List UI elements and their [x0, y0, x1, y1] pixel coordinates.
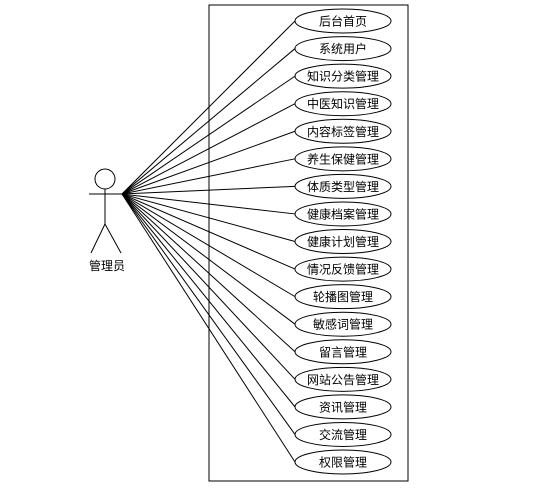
- association-line: [121, 130, 296, 195]
- use-case-ellipse: [294, 311, 392, 337]
- association-line: [121, 185, 296, 195]
- association-line: [121, 193, 296, 215]
- association-line: [121, 75, 296, 195]
- association-line: [121, 193, 296, 353]
- use-case: 养生保健管理: [294, 146, 392, 172]
- use-case-ellipse: [294, 201, 392, 227]
- association-line: [121, 20, 296, 195]
- use-case-ellipse: [294, 8, 392, 34]
- use-case-ellipse: [294, 173, 392, 199]
- use-case-label: 轮播图管理: [313, 289, 373, 304]
- actor-head: [94, 168, 116, 190]
- use-case-label: 体质类型管理: [307, 179, 379, 194]
- use-case-ellipse: [294, 339, 392, 365]
- use-case: 后台首页: [294, 8, 392, 34]
- use-case-ellipse: [294, 366, 392, 392]
- use-case-label: 内容标签管理: [307, 124, 379, 139]
- association-line: [121, 193, 296, 435]
- use-case-ellipse: [294, 229, 392, 254]
- use-case-label: 情况反馈管理: [307, 262, 379, 277]
- association-line: [121, 103, 296, 195]
- use-case-ellipse: [294, 256, 392, 282]
- use-case: 内容标签管理: [294, 118, 392, 144]
- use-case-label: 敏感词管理: [313, 317, 373, 332]
- association-line: [121, 193, 296, 380]
- use-case: 知识分类管理: [294, 63, 392, 89]
- use-case-label: 知识分类管理: [307, 69, 379, 84]
- use-case: 网站公告管理: [294, 366, 392, 392]
- actor: [89, 168, 122, 254]
- use-case: 交流管理: [294, 421, 392, 447]
- use-case: 敏感词管理: [294, 311, 392, 337]
- associations: [121, 20, 296, 463]
- association-line: [121, 193, 296, 325]
- association-line: [121, 193, 296, 463]
- use-case: 权限管理: [294, 449, 392, 475]
- use-case-ellipse: [294, 118, 392, 144]
- use-case-label: 健康档案管理: [307, 206, 379, 221]
- use-case-label: 权限管理: [319, 455, 367, 470]
- actor-left-leg: [90, 223, 106, 254]
- use-case-ellipse: [294, 284, 392, 310]
- association-line: [121, 193, 296, 242]
- use-case-ellipse: [294, 449, 392, 475]
- association-line: [121, 48, 296, 195]
- association-line: [121, 193, 296, 270]
- use-case-label: 养生保健管理: [307, 151, 379, 166]
- use-case-label: 后台首页: [319, 14, 367, 29]
- use-case: 情况反馈管理: [294, 256, 392, 282]
- use-case-ellipse: [294, 394, 392, 420]
- use-case: 体质类型管理: [294, 173, 392, 199]
- association-line: [121, 193, 296, 298]
- use-case-label: 中医知识管理: [307, 96, 379, 111]
- actor-right-leg: [104, 223, 122, 254]
- use-case-label: 交流管理: [319, 427, 367, 442]
- use-cases: 后台首页系统用户知识分类管理中医知识管理内容标签管理养生保健管理体质类型管理健康…: [294, 8, 392, 475]
- use-case-label: 资讯管理: [319, 399, 367, 414]
- use-case: 资讯管理: [294, 394, 392, 420]
- use-case: 中医知识管理: [294, 91, 392, 117]
- use-case-ellipse: [294, 36, 392, 62]
- use-case-ellipse: [294, 63, 392, 89]
- use-case: 系统用户: [294, 36, 392, 62]
- use-case: 轮播图管理: [294, 284, 392, 310]
- use-case-label: 健康计划管理: [307, 234, 379, 249]
- use-case-ellipse: [294, 421, 392, 447]
- association-line: [121, 158, 296, 195]
- use-case: 留言管理: [294, 339, 392, 365]
- association-line: [121, 193, 296, 408]
- use-case-ellipse: [294, 146, 392, 172]
- use-case-ellipse: [294, 91, 392, 117]
- use-case-label: 网站公告管理: [307, 372, 379, 387]
- use-case: 健康计划管理: [294, 229, 392, 254]
- system-boundary: [208, 4, 409, 482]
- actor-label: 管理员: [89, 258, 125, 273]
- use-case-label: 系统用户: [319, 41, 367, 56]
- use-case-label: 留言管理: [319, 344, 367, 359]
- use-case: 健康档案管理: [294, 201, 392, 227]
